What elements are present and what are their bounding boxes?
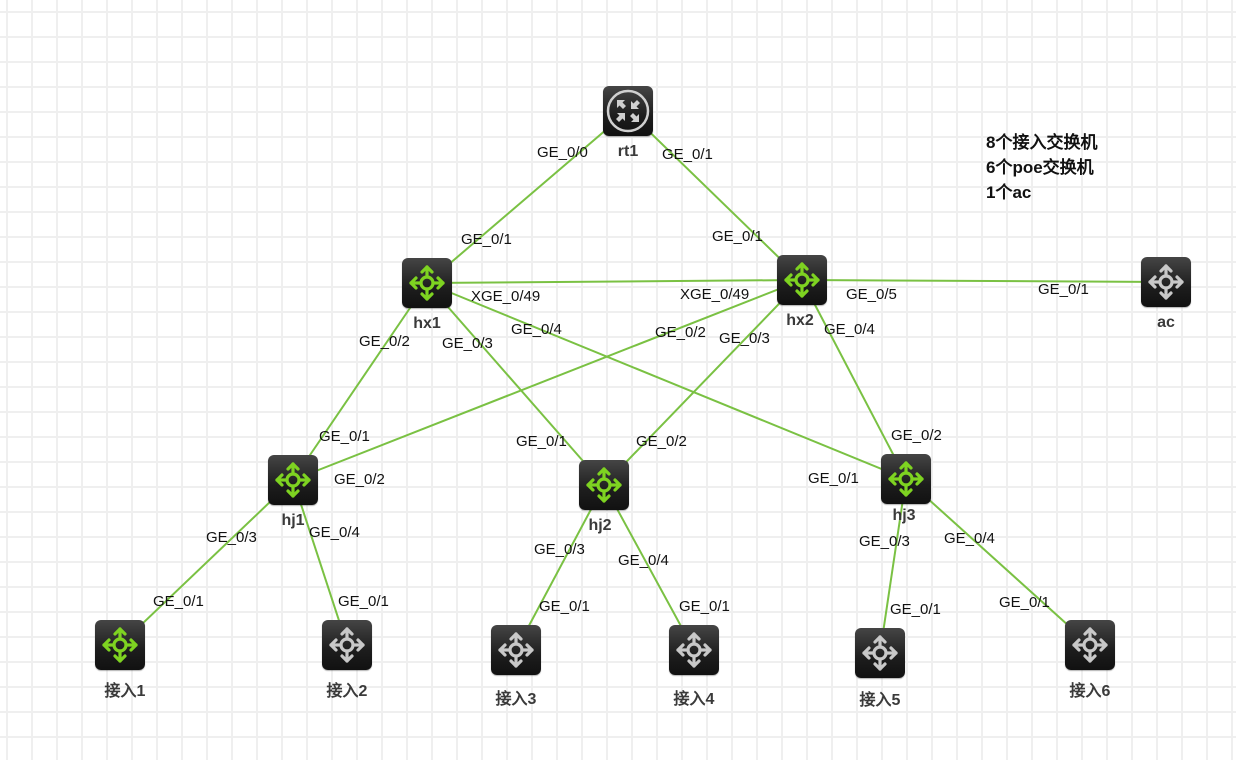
port-label-hj2: GE_0/2 [636, 433, 687, 450]
port-label-hx1: GE_0/4 [511, 321, 562, 338]
port-label-hj1: GE_0/3 [206, 529, 257, 546]
device-label-jr5: 接入5 [859, 692, 901, 709]
device-label-ac: ac [1157, 314, 1175, 331]
port-label-hj3: GE_0/4 [944, 530, 995, 547]
device-label-hj2: hj2 [588, 517, 612, 534]
port-label-hx2: GE_0/2 [655, 324, 706, 341]
link-hx2-hj3[interactable] [801, 279, 907, 480]
device-label-jr6: 接入6 [1069, 683, 1111, 700]
device-jr6[interactable] [1065, 620, 1115, 670]
port-label-hj1: GE_0/2 [334, 471, 385, 488]
link-hx1-hj2[interactable] [426, 282, 605, 486]
port-label-jr6: GE_0/1 [999, 594, 1050, 611]
link-hx1-hj1[interactable] [292, 282, 428, 481]
device-hj3[interactable] [881, 454, 931, 504]
device-hx1[interactable] [402, 258, 452, 308]
port-label-ac: GE_0/1 [1038, 281, 1089, 298]
port-label-hx2: GE_0/5 [846, 286, 897, 303]
device-hj2[interactable] [579, 460, 629, 510]
port-label-jr1: GE_0/1 [153, 593, 204, 610]
port-label-hx2: GE_0/1 [712, 228, 763, 245]
link-hj2-jr4[interactable] [603, 484, 695, 651]
link-hx1-hx2[interactable] [426, 279, 803, 284]
port-label-jr2: GE_0/1 [338, 593, 389, 610]
port-label-hx2: GE_0/4 [824, 321, 875, 338]
port-label-hj2: GE_0/1 [516, 433, 567, 450]
link-hj3-jr5[interactable] [879, 478, 907, 654]
port-label-rt1: GE_0/1 [662, 146, 713, 163]
link-hj1-jr2[interactable] [292, 479, 348, 646]
link-rt1-hx1[interactable] [426, 110, 629, 284]
port-label-hj1: GE_0/4 [309, 524, 360, 541]
link-hj2-jr3[interactable] [515, 484, 605, 651]
port-label-hj2: GE_0/3 [534, 541, 585, 558]
note-line: 8个接入交换机 [986, 133, 1098, 152]
link-hx2-hj1[interactable] [292, 279, 803, 481]
device-rt1[interactable] [603, 86, 653, 136]
port-label-jr4: GE_0/1 [679, 598, 730, 615]
device-label-hj3: hj3 [892, 507, 916, 524]
note-line: 1个ac [986, 183, 1032, 202]
note-line: 6个poe交换机 [986, 158, 1094, 177]
port-label-hx1: XGE_0/49 [471, 288, 541, 305]
device-label-jr4: 接入4 [673, 691, 715, 708]
link-hj3-jr6[interactable] [905, 478, 1091, 646]
port-label-hx1: GE_0/1 [461, 231, 512, 248]
port-label-hx1: GE_0/3 [442, 335, 493, 352]
port-label-hj2: GE_0/4 [618, 552, 669, 569]
device-jr5[interactable] [855, 628, 905, 678]
port-label-hx1: GE_0/2 [359, 333, 410, 350]
device-jr1[interactable] [95, 620, 145, 670]
port-label-jr3: GE_0/1 [539, 598, 590, 615]
device-label-jr1: 接入1 [104, 683, 146, 700]
port-label-rt1: GE_0/0 [537, 144, 588, 161]
link-hx2-ac[interactable] [801, 279, 1167, 283]
device-label-jr2: 接入2 [326, 683, 368, 700]
device-label-rt1: rt1 [617, 143, 639, 160]
link-hj1-jr1[interactable] [119, 479, 294, 646]
device-jr2[interactable] [322, 620, 372, 670]
device-label-hx1: hx1 [413, 315, 441, 332]
device-hx2[interactable] [777, 255, 827, 305]
device-jr4[interactable] [669, 625, 719, 675]
device-label-jr3: 接入3 [495, 691, 537, 708]
device-ac[interactable] [1141, 257, 1191, 307]
link-hx1-hj3[interactable] [426, 282, 907, 480]
port-label-hj3: GE_0/3 [859, 533, 910, 550]
port-label-hj3: GE_0/2 [891, 427, 942, 444]
link-rt1-hx2[interactable] [627, 110, 803, 281]
device-jr3[interactable] [491, 625, 541, 675]
port-label-hj1: GE_0/1 [319, 428, 370, 445]
device-label-hx2: hx2 [786, 312, 814, 329]
port-label-hj3: GE_0/1 [808, 470, 859, 487]
port-label-hx2: GE_0/3 [719, 330, 770, 347]
port-label-hx2: XGE_0/49 [680, 286, 750, 303]
link-hx2-hj2[interactable] [603, 279, 803, 486]
device-hj1[interactable] [268, 455, 318, 505]
device-label-hj1: hj1 [281, 512, 305, 529]
port-label-jr5: GE_0/1 [890, 601, 941, 618]
note-text: 8个接入交换机 6个poe交换机 1个ac [986, 130, 1097, 205]
